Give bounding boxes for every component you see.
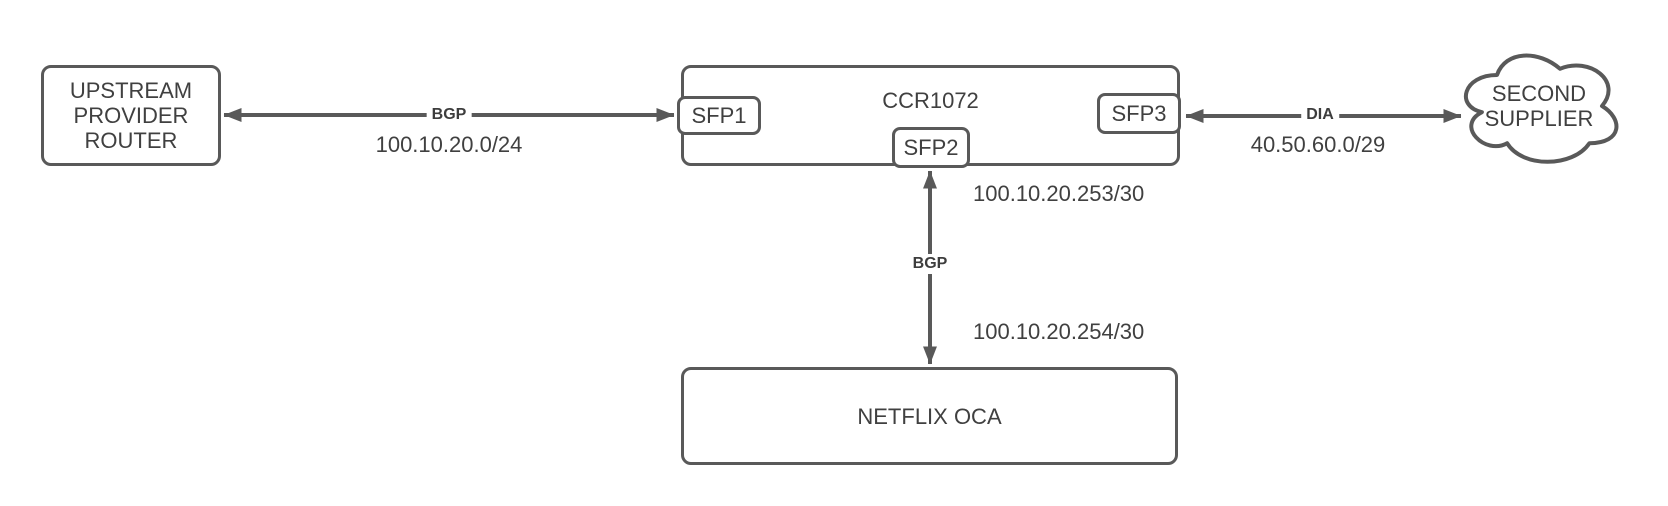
upstream-provider-router-node: UPSTREAM PROVIDER ROUTER [41, 65, 221, 166]
sfp1-port: SFP1 [677, 96, 761, 135]
sfp2-port: SFP2 [892, 127, 970, 168]
sfp3-port: SFP3 [1097, 93, 1181, 134]
cloud-shape [1463, 53, 1619, 164]
sfp3-label: SFP3 [1111, 100, 1167, 126]
netflix-oca-label: NETFLIX OCA [857, 403, 1002, 429]
ccr1072-label: CCR1072 [882, 88, 979, 113]
bgp-oca-protocol-label: BGP [907, 254, 953, 274]
dia-subnet-label: 40.50.60.0/29 [1250, 132, 1386, 157]
bgp-upstream-protocol-label: BGP [426, 105, 472, 125]
upstream-provider-router-label: UPSTREAM PROVIDER ROUTER [69, 78, 193, 153]
ccr1072-node [681, 65, 1180, 166]
second-supplier-label: SECOND SUPPLIER [1484, 81, 1594, 131]
netflix-oca-node: NETFLIX OCA [681, 367, 1178, 465]
oca-side-ip-label: 100.10.20.254/30 [973, 319, 1145, 344]
router-side-ip-label: 100.10.20.253/30 [973, 181, 1145, 206]
sfp2-label: SFP2 [903, 134, 959, 160]
sfp1-label: SFP1 [691, 102, 747, 128]
bgp-upstream-subnet-label: 100.10.20.0/24 [375, 132, 523, 157]
dia-protocol-label: DIA [1301, 105, 1339, 125]
